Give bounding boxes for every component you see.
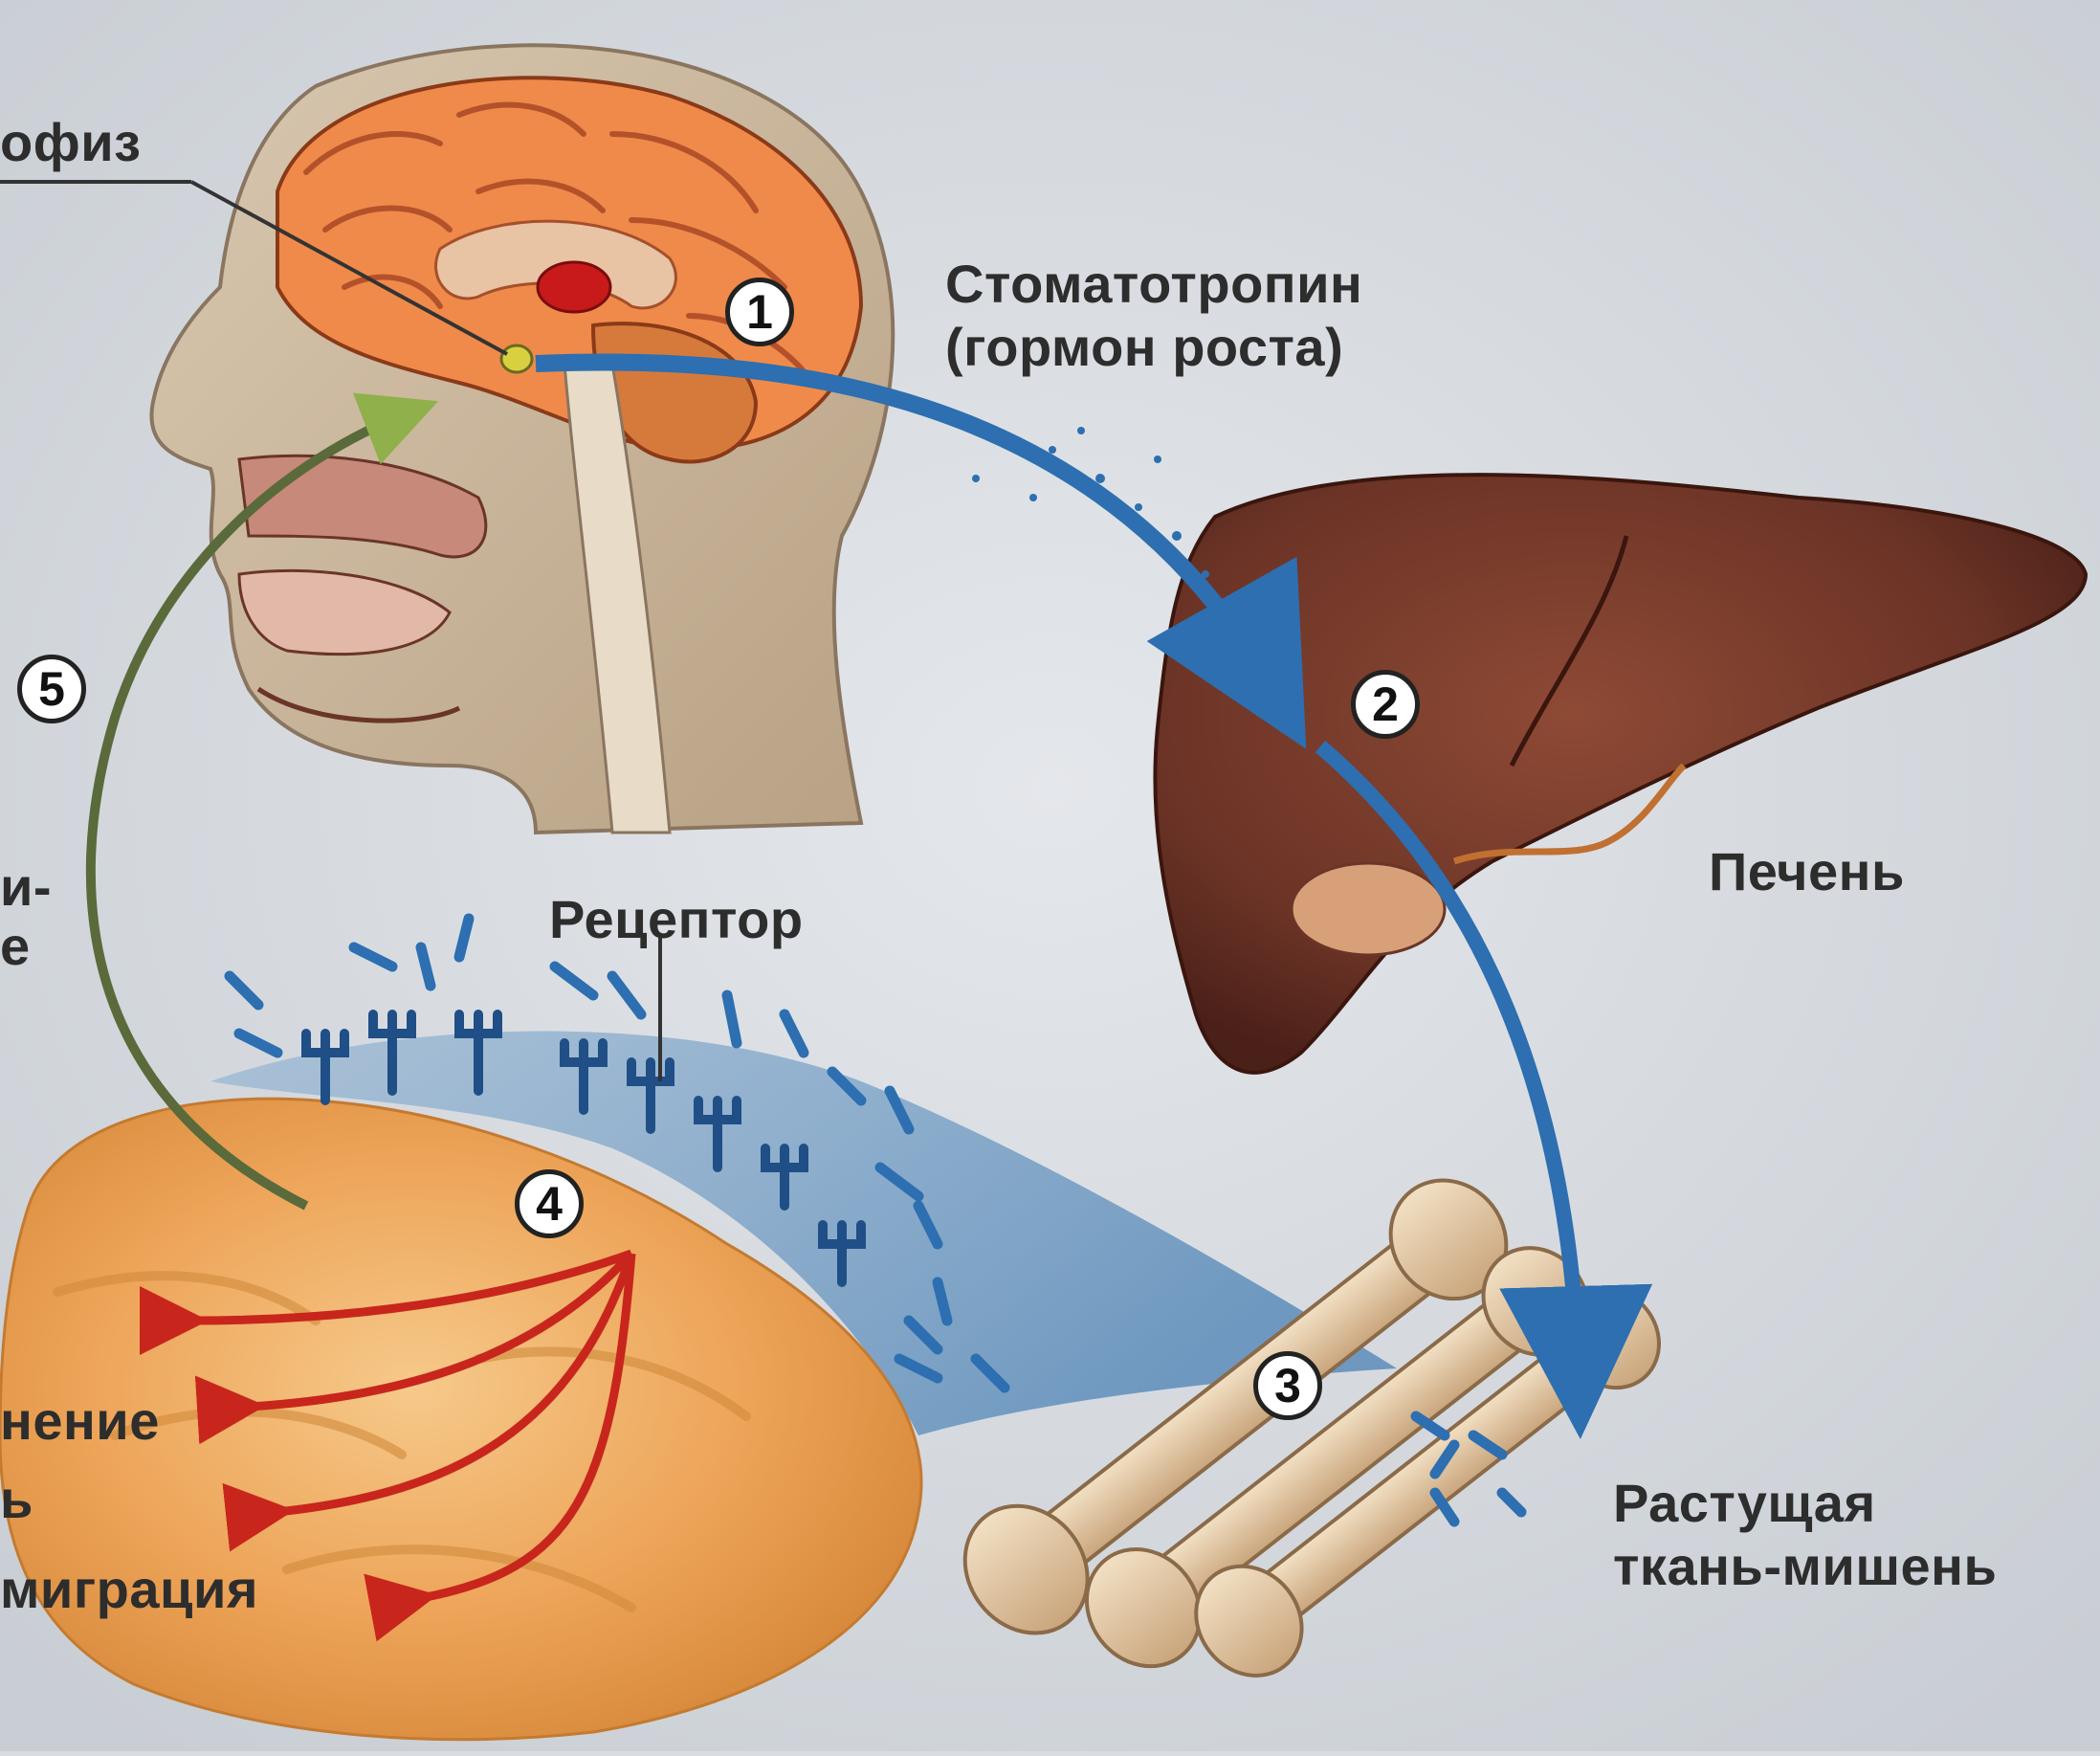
label-effect-2: ь (0, 1470, 33, 1530)
step-4-badge: 4 (515, 1169, 584, 1238)
label-left-cut-2: е (0, 917, 31, 977)
label-target-line1: Растущая (1613, 1474, 1876, 1534)
label-effect-3: миграция (0, 1560, 258, 1620)
label-effect-1: нение (0, 1391, 160, 1452)
step-3-badge: 3 (1253, 1351, 1322, 1420)
label-hormone-line2: (гормон роста) (945, 318, 1343, 378)
label-target-line2: ткань-мишень (1613, 1537, 1997, 1597)
step-5-badge: 5 (17, 655, 86, 723)
step-1-badge: 1 (725, 278, 794, 346)
label-hormone-line1: Стоматотропин (945, 255, 1362, 315)
label-left-cut-1: и- (0, 857, 52, 918)
label-liver: Печень (1709, 842, 1905, 902)
label-hypophysis: офиз (0, 113, 141, 173)
label-receptor: Рецептор (549, 890, 804, 950)
pituitary-gland (501, 345, 532, 372)
hypothalamus (538, 262, 610, 312)
gallbladder (1292, 863, 1445, 955)
step-2-badge: 2 (1351, 670, 1420, 739)
